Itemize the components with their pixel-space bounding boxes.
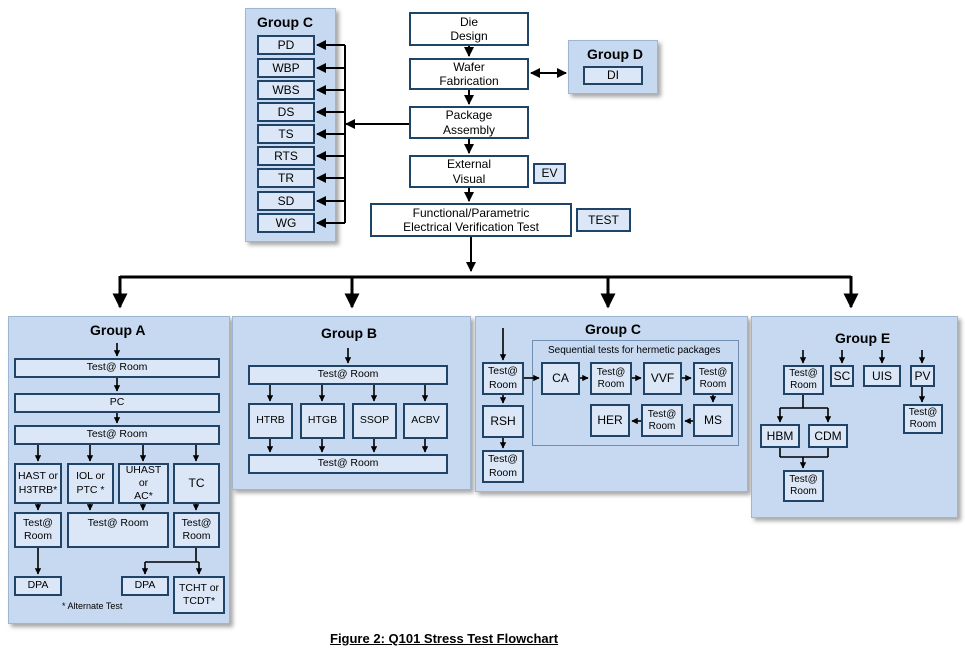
gc-wbs-box: WBS	[257, 80, 315, 100]
gc-ds-box: DS	[257, 102, 315, 122]
alternate-test-note: * Alternate Test	[62, 601, 123, 611]
ev-box: EV	[533, 163, 566, 184]
ge-test-room-a: Test@ Room	[783, 365, 824, 395]
gc-tr-box: TR	[257, 168, 315, 188]
ge-pv-box: PV	[910, 365, 935, 387]
gc2-test-room-e: Test@ Room	[641, 404, 683, 437]
gc2-test-room-b: Test@ Room	[482, 450, 524, 483]
ge-cdm-box: CDM	[808, 424, 848, 448]
test-box: TEST	[576, 208, 631, 232]
ge-test-room-pv: Test@ Room	[903, 404, 943, 434]
ga-test-room-left: Test@ Room	[14, 512, 62, 548]
ga-tcht-box: TCHT or TCDT*	[173, 576, 225, 614]
gb-ssop-box: SSOP	[352, 403, 397, 439]
ge-sc-box: SC	[830, 365, 854, 387]
gc-rts-box: RTS	[257, 146, 315, 166]
ga-hast-box: HAST or H3TRB*	[14, 463, 62, 504]
ga-dpa-left: DPA	[14, 576, 62, 596]
ga-test-room-right: Test@ Room	[173, 512, 220, 548]
gc2-test-room-a: Test@ Room	[482, 362, 524, 395]
group-c-bottom-title: Group C	[585, 321, 641, 337]
gd-di-box: DI	[583, 66, 643, 85]
gb-htgb-box: HTGB	[300, 403, 345, 439]
ga-dpa-right: DPA	[121, 576, 169, 596]
gc2-rsh-box: RSH	[482, 405, 524, 438]
functional-parametric-box: Functional/Parametric Electrical Verific…	[370, 203, 572, 237]
external-visual-box: External Visual	[409, 155, 529, 188]
gc-wg-box: WG	[257, 213, 315, 233]
ga-uhast-box: UHAST or AC*	[118, 463, 169, 504]
gb-acbv-box: ACBV	[403, 403, 448, 439]
figure-caption: Figure 2: Q101 Stress Test Flowchart	[330, 631, 559, 646]
gc-wbp-box: WBP	[257, 58, 315, 78]
group-e-title: Group E	[835, 330, 891, 346]
gb-test-room-bottom: Test@ Room	[248, 454, 448, 474]
ga-test-room-1: Test@ Room	[14, 358, 220, 378]
die-design-box: Die Design	[409, 12, 529, 46]
gc2-vvf-box: VVF	[643, 362, 682, 395]
gc2-test-room-d: Test@ Room	[693, 362, 733, 395]
ga-iol-box: IOL or PTC *	[67, 463, 114, 504]
group-c-top-title: Group C	[257, 14, 313, 30]
gc-sd-box: SD	[257, 191, 315, 211]
ge-uis-box: UIS	[863, 365, 901, 387]
gc2-ms-box: MS	[693, 404, 733, 437]
gb-test-room-top: Test@ Room	[248, 365, 448, 385]
gc2-test-room-c: Test@ Room	[590, 362, 632, 395]
wafer-fabrication-box: Wafer Fabrication	[409, 58, 529, 90]
group-d-title: Group D	[587, 46, 643, 62]
group-a-title: Group A	[90, 322, 146, 338]
ge-hbm-box: HBM	[760, 424, 800, 448]
ga-test-room-mid: Test@ Room	[67, 512, 169, 548]
ga-tc-box: TC	[173, 463, 220, 504]
ga-pc-box: PC	[14, 393, 220, 413]
gc2-her-box: HER	[590, 404, 630, 437]
gb-htrb-box: HTRB	[248, 403, 293, 439]
gc-pd-box: PD	[257, 35, 315, 55]
ge-test-room-b: Test@ Room	[783, 470, 824, 502]
package-assembly-box: Package Assembly	[409, 106, 529, 139]
group-b-title: Group B	[321, 325, 377, 341]
gc-ts-box: TS	[257, 124, 315, 144]
sequential-tests-title: Sequential tests for hermetic packages	[548, 345, 721, 356]
gc2-ca-box: CA	[541, 362, 580, 395]
sequential-tests-frame	[532, 340, 739, 446]
ga-test-room-2: Test@ Room	[14, 425, 220, 445]
